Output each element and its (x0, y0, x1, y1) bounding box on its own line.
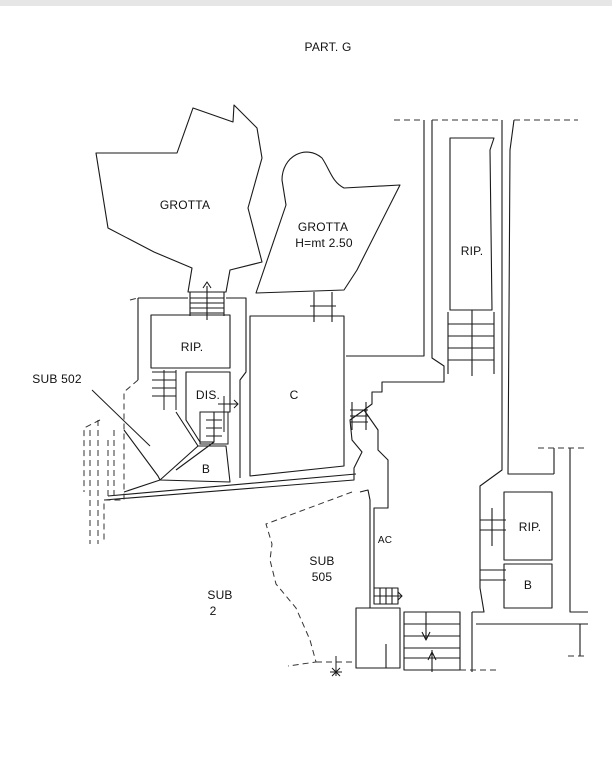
sub-502-label: SUB 502 (32, 372, 82, 386)
dis-arrow (218, 396, 239, 432)
ac-arrow (374, 591, 403, 601)
room-label-rip-right-top: RIP. (460, 244, 484, 258)
room-label-ac: AC (377, 535, 393, 546)
rip-right-bottom-room (503, 491, 553, 561)
room-label-rip-center: RIP. (180, 340, 204, 354)
c-room (249, 315, 345, 477)
room-label-grotta-2: GROTTA (297, 220, 349, 234)
bottom-north-arrow (330, 656, 342, 677)
sub-2-label-line-1: SUB (207, 588, 233, 602)
stair-cave-1 (189, 281, 225, 320)
b-right-room (503, 563, 553, 609)
grotta-2-outline (255, 151, 401, 294)
east-margin-walls (553, 448, 588, 613)
diagonal-wall (175, 411, 215, 471)
bottom-block (355, 607, 401, 669)
dis-stair (152, 370, 177, 410)
right-center-stair-wall (350, 402, 368, 430)
left-wing-outer (123, 298, 247, 493)
room-height-grotta-2: H=mt 2.50 (295, 236, 353, 250)
central-right-walls (346, 120, 445, 411)
sub-505-label-line-2: 505 (311, 570, 333, 584)
sub-502-dashed-boundary (83, 297, 139, 544)
bottom-stair-arrows (421, 612, 437, 672)
ac-corridor (356, 409, 398, 609)
sub-2-label-line-2: 2 (209, 604, 217, 618)
rip-center-room (150, 314, 231, 369)
lower-right-stair-marks (480, 508, 506, 581)
rip-right-top-room (449, 137, 495, 311)
b-center-room (159, 445, 231, 483)
left-wing-wall (138, 297, 247, 330)
grotta-1-outline (95, 104, 263, 293)
bottom-right-walls (471, 612, 588, 672)
sub-502-leader-line (91, 389, 151, 447)
dis-stair-2 (199, 411, 229, 445)
room-label-grotta-1: GROTTA (159, 198, 211, 212)
sub-505-label-line-1: SUB (309, 554, 335, 568)
top-band (0, 0, 612, 6)
sub-505-dashed-boundary (265, 491, 353, 667)
plan-title: PART. G (304, 40, 352, 54)
c-room-door (310, 292, 336, 322)
room-label-rip-right-bottom: RIP. (518, 520, 542, 534)
south-wall (103, 409, 365, 501)
room-label-b-center: B (201, 462, 211, 476)
room-label-b-right: B (523, 578, 533, 592)
room-label-c: C (289, 388, 299, 402)
east-corridor-walls (472, 119, 554, 613)
rip-right-stair (447, 310, 495, 376)
dis-room (185, 371, 231, 443)
room-label-dis: DIS. (195, 388, 221, 402)
